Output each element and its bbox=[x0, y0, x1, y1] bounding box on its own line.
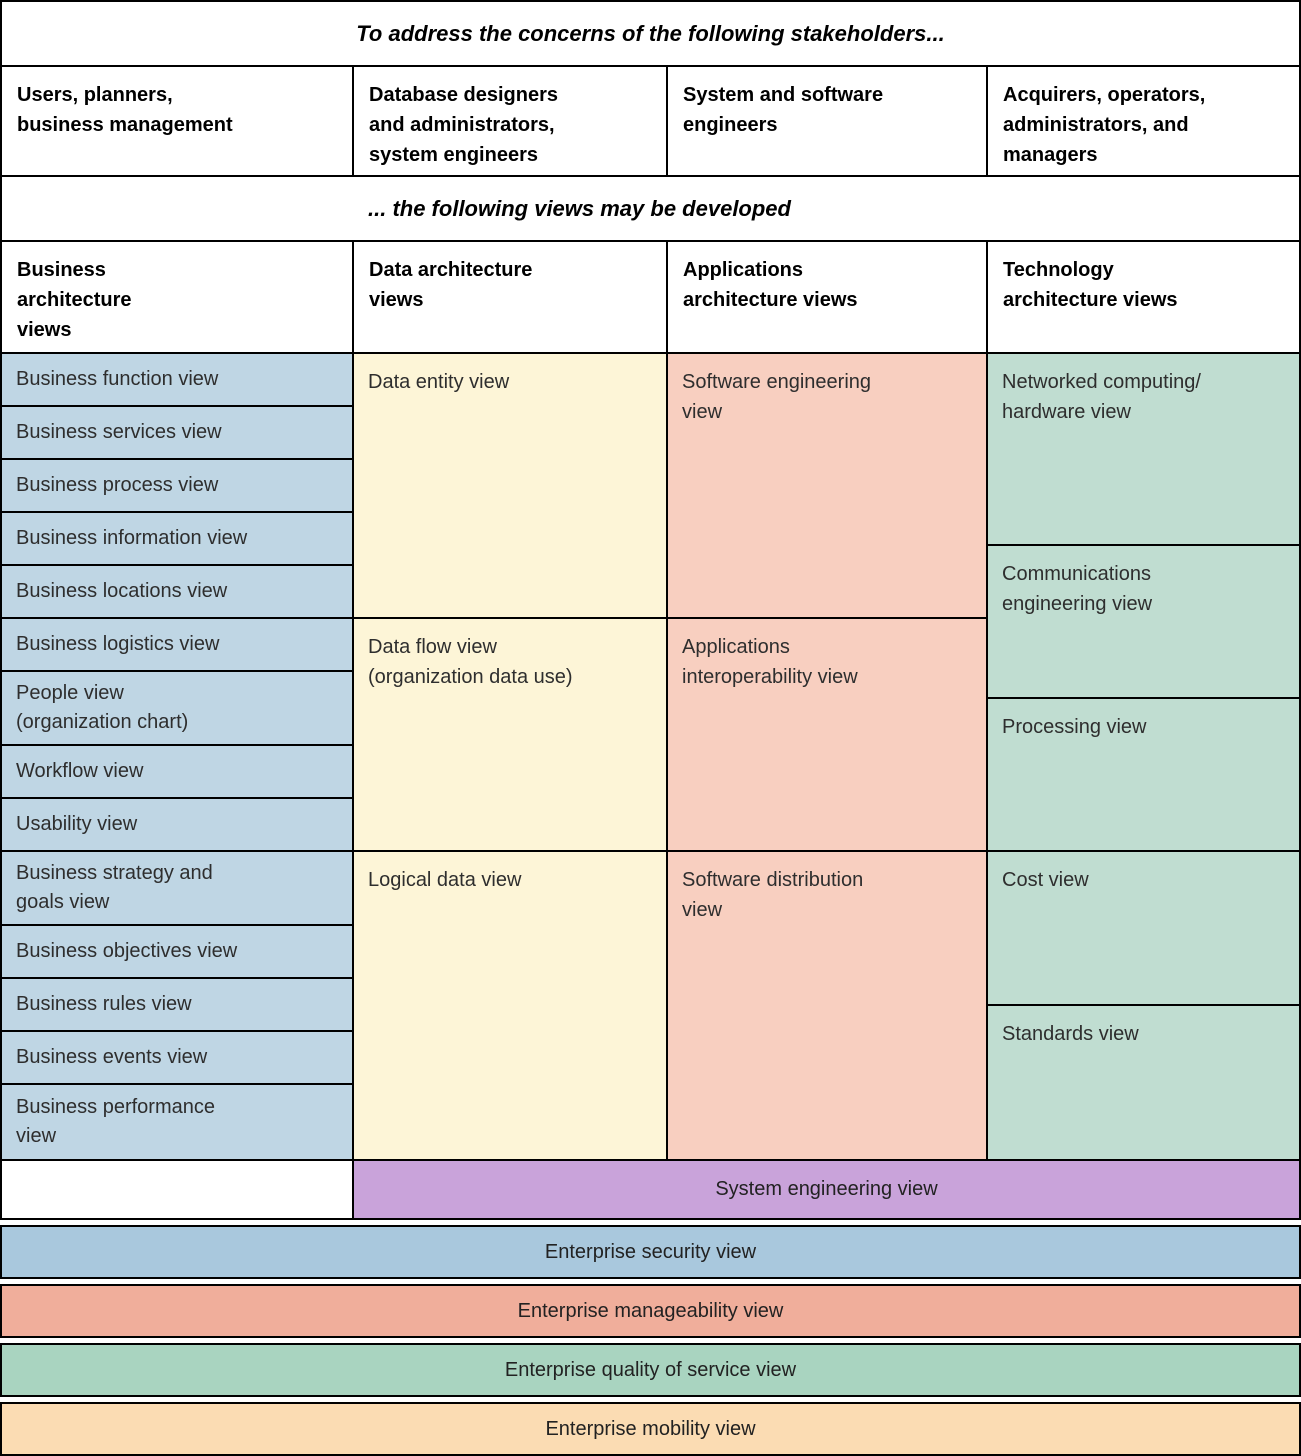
data-view-cell: Logical data view bbox=[368, 869, 522, 891]
empty-cell bbox=[2, 1161, 354, 1218]
column-headers-row: Business architecture views Data archite… bbox=[2, 242, 1299, 354]
technology-view-cell: Networked computing/ hardware view bbox=[988, 354, 1299, 546]
technology-view-cell: Standards view bbox=[1002, 1023, 1139, 1045]
business-view-cell: Business strategy and goals view bbox=[2, 852, 352, 926]
stakeholders-title-row: To address the concerns of the following… bbox=[2, 2, 1299, 67]
application-view-cell: Software distribution view bbox=[682, 869, 864, 921]
application-view-cell: Applications interoperability view bbox=[668, 619, 986, 852]
system-engineering-view-cell: System engineering view bbox=[354, 1161, 1299, 1218]
views-body: Business function view Business services… bbox=[2, 354, 1299, 1161]
views-title-row: ... the following views may be developed bbox=[2, 177, 1299, 242]
architecture-views-table: To address the concerns of the following… bbox=[0, 0, 1301, 1220]
application-view-cell: Software engineering view bbox=[668, 354, 986, 619]
business-view-cell: Business rules view bbox=[2, 979, 352, 1032]
enterprise-quality-of-service-strip: Enterprise quality of service view bbox=[0, 1343, 1301, 1397]
views-heading: ... the following views may be developed bbox=[368, 195, 791, 221]
enterprise-manageability-strip: Enterprise manageability view bbox=[0, 1284, 1301, 1338]
business-view-cell: Business performance view bbox=[16, 1096, 215, 1147]
column-header-data: Data architecture views bbox=[354, 242, 668, 352]
business-view-cell: Business services view bbox=[2, 407, 352, 460]
technology-view-cell: Cost view bbox=[988, 852, 1299, 1006]
business-view-cell: Workflow view bbox=[2, 746, 352, 799]
business-view-cell: Business information view bbox=[2, 513, 352, 566]
technology-views-column: Networked computing/ hardware view Commu… bbox=[988, 354, 1299, 1159]
data-views-column: Data entity view Data flow view (organiz… bbox=[354, 354, 668, 1159]
stakeholder-cell-system-software-engineers: System and software engineers bbox=[668, 67, 988, 175]
applications-views-column: Software engineering view Applications i… bbox=[668, 354, 988, 1159]
business-view-cell: Business events view bbox=[2, 1032, 352, 1085]
business-view-cell: Business process view bbox=[2, 460, 352, 513]
column-header-applications: Applications architecture views bbox=[668, 242, 988, 352]
column-header-technology: Technology architecture views bbox=[1003, 259, 1178, 311]
data-view-cell: Data flow view (organization data use) bbox=[354, 619, 666, 852]
stakeholder-cell-users-planners: Users, planners, business management bbox=[2, 67, 354, 175]
stakeholders-row: Users, planners, business management Dat… bbox=[2, 67, 1299, 177]
technology-view-cell: Communications engineering view bbox=[988, 546, 1299, 699]
business-views-column: Business function view Business services… bbox=[2, 354, 354, 1159]
stakeholder-cell-acquirers-operators: Acquirers, operators, administrators, an… bbox=[1003, 84, 1206, 166]
technology-view-cell: Processing view bbox=[988, 699, 1299, 852]
data-view-cell: Data entity view bbox=[354, 354, 666, 619]
business-view-cell: Business objectives view bbox=[2, 926, 352, 979]
column-header-business: Business architecture views bbox=[2, 242, 354, 352]
enterprise-security-strip: Enterprise security view bbox=[0, 1225, 1301, 1279]
system-engineering-row: System engineering view bbox=[2, 1161, 1299, 1218]
business-view-cell: People view (organization chart) bbox=[2, 672, 352, 746]
enterprise-mobility-strip: Enterprise mobility view bbox=[0, 1402, 1301, 1456]
business-view-cell: Business logistics view bbox=[2, 619, 352, 672]
business-view-cell: Business function view bbox=[2, 354, 352, 407]
stakeholders-heading: To address the concerns of the following… bbox=[356, 20, 945, 46]
business-view-cell: Business locations view bbox=[2, 566, 352, 619]
stakeholder-cell-database-designers: Database designers and administrators, s… bbox=[354, 67, 668, 175]
business-view-cell: Usability view bbox=[2, 799, 352, 852]
